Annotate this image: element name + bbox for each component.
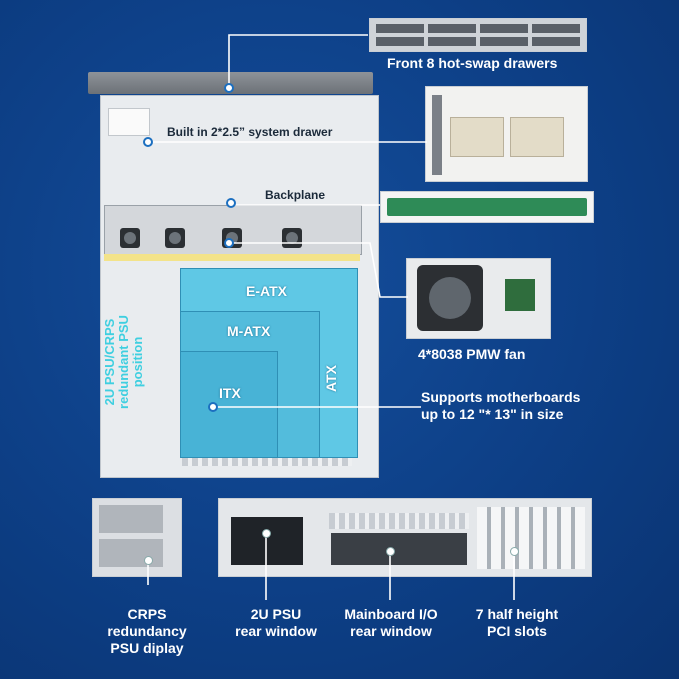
system-drawer-photo	[425, 86, 588, 182]
fan-label: 4*8038 PMW fan	[418, 346, 526, 362]
supports-label-line2: up to 12 "* 13" in size	[421, 406, 564, 422]
io-rear-label: Mainboard I/O rear window	[329, 606, 453, 640]
backplane-label: Backplane	[265, 188, 326, 202]
system-drawer-label: Built in 2*2.5” system drawer	[167, 125, 333, 139]
drawer-icon	[376, 24, 424, 33]
drawer-icon	[376, 37, 424, 46]
drawer-icon	[532, 24, 580, 33]
callout-dot	[208, 402, 218, 412]
backplane-photo	[380, 191, 594, 223]
psu-rear-label-line1: 2U PSU	[250, 606, 302, 622]
io-rear-label-line1: Mainboard I/O	[344, 606, 438, 622]
motherboard-itx-area	[180, 351, 278, 458]
supports-label-line1: Supports motherboards	[421, 389, 581, 405]
psu-position-line1: 2U PSU/CRPS	[102, 318, 117, 406]
system-drawer-plate	[108, 108, 150, 136]
psu-position-label: 2U PSU/CRPS redundant PSU position	[102, 268, 145, 456]
crps-label-line1: CRPS	[127, 606, 167, 622]
fan-icon	[165, 228, 185, 248]
drawer-icon	[480, 37, 528, 46]
psu-position-line2: redundant PSU	[116, 315, 131, 409]
callout-dot	[143, 137, 153, 147]
pci-slots	[477, 507, 585, 569]
callout-dot	[224, 238, 234, 248]
crps-label: CRPS redundancy PSU diplay	[89, 606, 205, 657]
atx-label: ATX	[323, 365, 339, 392]
crps-photo	[92, 498, 182, 577]
fan-connector-icon	[505, 279, 535, 311]
backplane-pcb	[387, 198, 587, 216]
front-drawers-label: Front 8 hot-swap drawers	[387, 55, 558, 71]
psu-position-line3: position	[130, 336, 145, 388]
fan-photo	[406, 258, 551, 339]
callout-dot	[144, 556, 153, 565]
eatx-label: E-ATX	[246, 283, 287, 299]
psu-module-icon	[99, 539, 163, 567]
drawer-icon	[428, 24, 476, 33]
crps-label-line3: PSU diplay	[110, 640, 184, 656]
front-drawers-photo	[369, 18, 587, 52]
chassis-vent	[182, 458, 352, 466]
drawer-icon	[480, 24, 528, 33]
ssd-icon	[510, 117, 564, 157]
ssd-icon	[450, 117, 504, 157]
pci-label-line1: 7 half height	[475, 606, 559, 622]
psu-rear-label: 2U PSU rear window	[214, 606, 338, 640]
pci-label-line2: PCI slots	[487, 623, 547, 639]
pci-label: 7 half height PCI slots	[455, 606, 579, 640]
callout-dot	[386, 547, 395, 556]
callout-dot	[224, 83, 234, 93]
callout-dot	[226, 198, 236, 208]
io-rear-label-line2: rear window	[350, 623, 432, 639]
crps-label-line2: redundancy	[107, 623, 187, 639]
fan-icon	[120, 228, 140, 248]
psu-module-icon	[99, 505, 163, 533]
io-window	[331, 533, 467, 565]
callout-dot	[510, 547, 519, 556]
drawer-icon	[428, 37, 476, 46]
itx-label: ITX	[219, 385, 241, 401]
drawer-icon	[532, 37, 580, 46]
psu-rear-label-line2: rear window	[235, 623, 317, 639]
fan-hub	[429, 277, 471, 319]
callout-dot	[262, 529, 271, 538]
rear-panel-photo	[218, 498, 592, 577]
fan-bracket	[104, 254, 360, 261]
bracket-shape	[432, 95, 442, 175]
fan-icon	[282, 228, 302, 248]
rear-vent	[329, 513, 469, 529]
matx-label: M-ATX	[227, 323, 271, 339]
psu-window	[231, 517, 303, 565]
